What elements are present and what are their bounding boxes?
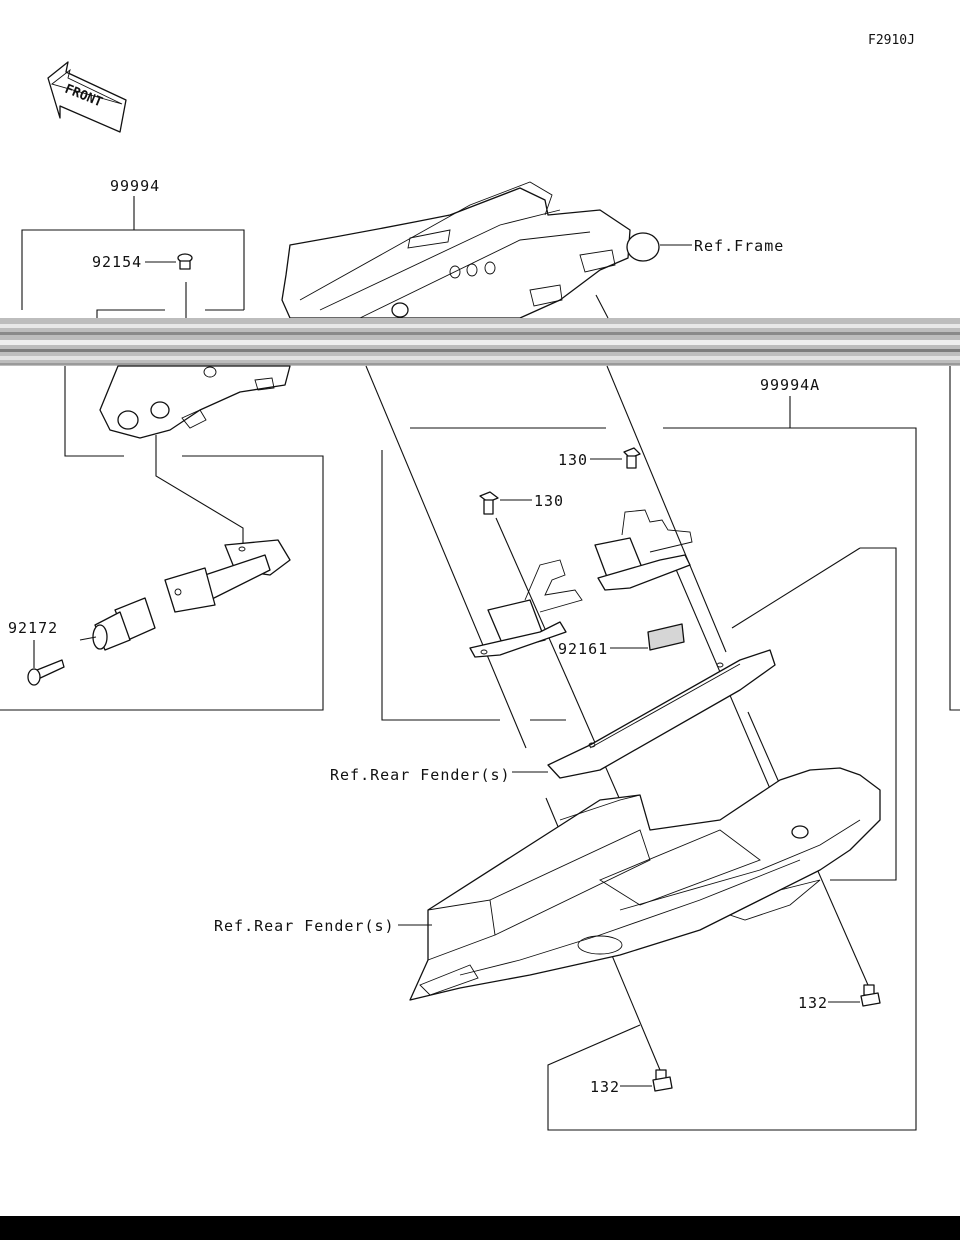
front-arrow-icon: FRONT	[47, 61, 127, 133]
bracket-right-drawing	[594, 509, 693, 591]
bolt-130-b-icon	[479, 491, 499, 515]
callout-130-a: 130	[558, 451, 588, 469]
rear-fender-drawing	[409, 767, 881, 1001]
frame-lower-drawing	[99, 365, 291, 439]
callout-130-b: 130	[534, 492, 564, 510]
bracket-left-drawing	[469, 559, 583, 658]
kit-99994a-group: 99994A	[381, 366, 960, 1131]
bolt-132-a-icon	[860, 984, 881, 1007]
callout-92161: 92161	[558, 640, 608, 658]
callout-ref-rear-fender-2: Ref.Rear Fender(s)	[214, 917, 395, 935]
figure-code: F2910J	[868, 33, 915, 48]
bottom-border	[0, 1216, 960, 1240]
callout-ref-frame: Ref.Frame	[694, 237, 784, 255]
bolt-92154-icon	[177, 253, 193, 270]
frame-drawing	[281, 181, 660, 319]
kit-99994-group: 99994 92154	[21, 177, 245, 318]
callout-92172: 92172	[8, 619, 58, 637]
callout-99994a: 99994A	[760, 376, 820, 394]
plate-holder-drawing	[547, 649, 776, 779]
callout-99994: 99994	[110, 177, 160, 195]
callout-92154: 92154	[92, 253, 142, 271]
scan-noise-band	[0, 318, 960, 366]
spacer-92161-drawing	[647, 623, 685, 651]
bolt-132-b-icon	[652, 1069, 673, 1092]
callout-132-a: 132	[798, 994, 828, 1012]
callout-132-b: 132	[590, 1078, 620, 1096]
callout-ref-rear-fender-1: Ref.Rear Fender(s)	[330, 766, 511, 784]
bolt-130-a-icon	[623, 447, 641, 469]
guide-lines	[365, 294, 869, 1071]
lock-assembly-drawing	[27, 539, 291, 686]
kit-left-lower-box	[0, 366, 324, 711]
